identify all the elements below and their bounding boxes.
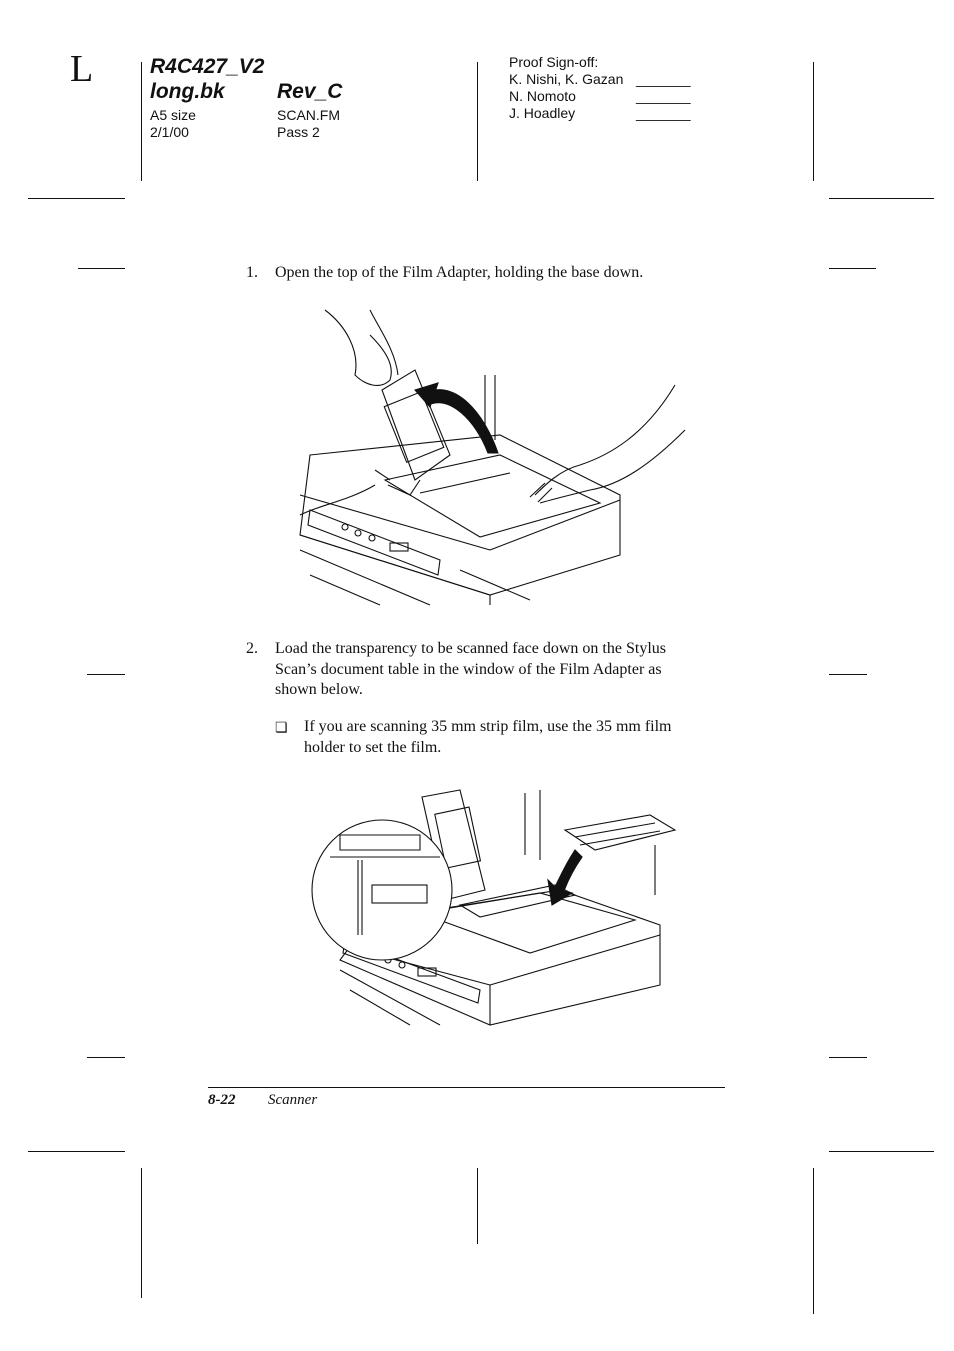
page-number: 8-22	[208, 1092, 236, 1108]
step-text: Load the transparency to be scanned face…	[275, 639, 725, 701]
signoff-blank: _______	[636, 71, 691, 87]
crop-mark	[87, 674, 125, 675]
revision: Rev_C	[277, 80, 343, 103]
book-name: long.bk	[150, 80, 225, 103]
signer-2: N. Nomoto	[509, 88, 576, 104]
crop-mark	[829, 268, 876, 269]
crop-line	[813, 62, 814, 181]
crop-mark	[829, 1151, 934, 1152]
step-number: 2.	[246, 640, 258, 657]
crop-line	[141, 62, 142, 181]
signoff-blank: _______	[636, 88, 691, 104]
crop-mark	[829, 674, 867, 675]
section-name: Scanner	[268, 1092, 318, 1108]
step-text-line: shown below.	[275, 681, 363, 698]
doc-code: R4C427_V2	[150, 55, 265, 78]
step-text: Open the top of the Film Adapter, holdin…	[275, 264, 644, 281]
crop-line	[141, 1168, 142, 1298]
step-text-line: Scan’s document table in the window of t…	[275, 660, 662, 678]
signer-1: K. Nishi, K. Gazan	[509, 71, 624, 87]
crop-line	[813, 1168, 814, 1314]
signoff-blank: _______	[636, 105, 691, 121]
page-size: A5 size	[150, 107, 196, 123]
bullet-text-line: If you are scanning 35 mm strip film, us…	[304, 718, 672, 735]
crop-mark	[28, 198, 125, 199]
crop-mark	[829, 1057, 867, 1058]
open-film-adapter-illustration	[299, 309, 686, 606]
crop-mark	[829, 198, 934, 199]
side-mark: L	[70, 48, 94, 90]
crop-mark	[78, 268, 125, 269]
crop-line	[477, 1168, 478, 1244]
bullet-text: If you are scanning 35 mm strip film, us…	[304, 717, 734, 758]
crop-mark	[28, 1151, 125, 1152]
bullet-text-line: holder to set the film.	[304, 738, 442, 756]
checkbox-bullet-icon: ❏	[275, 721, 288, 736]
pass-label: Pass 2	[277, 124, 320, 140]
file-name: SCAN.FM	[277, 107, 340, 123]
footer-rule	[208, 1087, 725, 1088]
crop-line	[477, 62, 478, 181]
signer-3: J. Hoadley	[509, 105, 576, 121]
load-film-holder-illustration	[311, 789, 677, 1026]
step-number: 1.	[246, 264, 258, 281]
step-text-line: Load the transparency to be scanned face…	[275, 640, 666, 657]
proof-title: Proof Sign-off:	[509, 54, 599, 70]
doc-date: 2/1/00	[150, 124, 189, 140]
crop-mark	[87, 1057, 125, 1058]
